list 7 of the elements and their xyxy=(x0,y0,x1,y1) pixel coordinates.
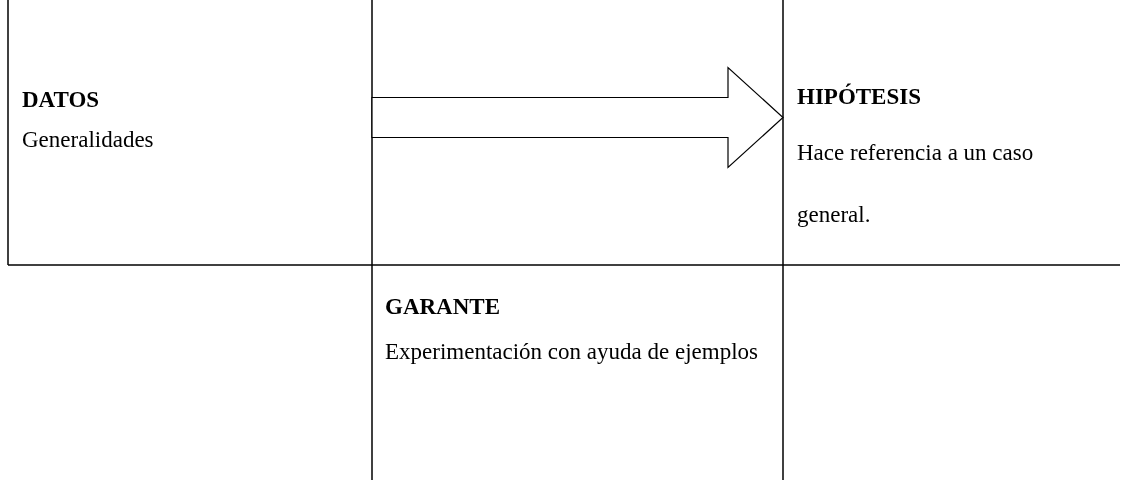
block-arrow xyxy=(371,66,784,169)
heading: DATOS xyxy=(22,86,101,114)
description: Generalidades xyxy=(22,126,155,154)
description: Experimentación con ayuda de ejemplos xyxy=(385,338,759,366)
heading: HIPÓTESIS xyxy=(797,82,922,111)
description: Hace referencia a un caso general. xyxy=(797,139,1035,229)
heading: GARANTE xyxy=(385,293,501,321)
